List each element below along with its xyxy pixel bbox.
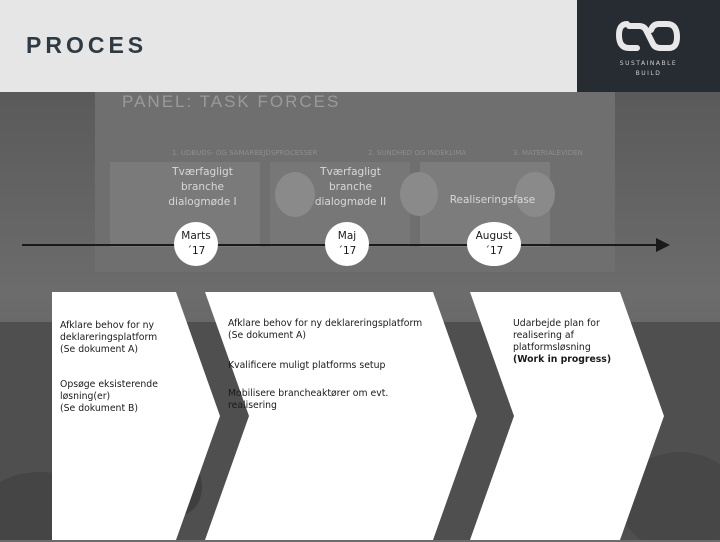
phase-3-label: Realiseringsfase: [449, 194, 536, 206]
box-1-item-1: Afklare behov for ny deklareringsplatfor…: [60, 320, 158, 355]
box-3-item-1: Udarbejde plan for realisering af platfo…: [513, 318, 612, 365]
photo-topic-3: 3. MATERIALEVIDEN: [513, 149, 583, 157]
phase-3-box: Udarbejde plan for realisering af platfo…: [470, 292, 666, 542]
photo-panel-heading: PANEL: TASK FORCES: [122, 92, 341, 111]
phase-2-date: Maj´17: [325, 222, 369, 266]
infinity-icon: [615, 21, 681, 51]
header-bar: PROCES SUSTAINABLE BUILD: [0, 0, 720, 92]
box-2-item-3: Mobilisere brancheaktører om evt. realis…: [228, 388, 389, 411]
logo-text-line1: SUSTAINABLE: [619, 60, 678, 67]
phase-2-box: Afklare behov for ny deklareringsplatfor…: [205, 292, 480, 542]
sustainable-build-logo: SUSTAINABLE BUILD: [577, 0, 720, 92]
timeline-arrowhead: [656, 238, 670, 252]
photo-topic-1: 1. UDBUDS- OG SAMARBEJDSPROCESSER: [172, 149, 318, 157]
panel-person-photo: [515, 172, 555, 217]
logo-text-line2: BUILD: [635, 70, 662, 77]
box-2-item-2: Kvalificere muligt platforms setup: [228, 360, 386, 371]
phase-1-box: Afklare behov for ny deklareringsplatfor…: [52, 292, 222, 542]
photo-topic-2: 2. SUNDHED OG INDEKLIMA: [368, 149, 467, 157]
box-1-item-2: Opsøge eksisterende løsning(er) (Se doku…: [60, 379, 158, 414]
panel-person-photo: [275, 172, 315, 217]
phase-3-date: August´17: [467, 222, 521, 266]
phase-1-date: Marts´17: [174, 222, 218, 266]
slide-title: PROCES: [26, 32, 148, 58]
box-2-item-1: Afklare behov for ny deklareringsplatfor…: [228, 318, 423, 341]
panel-person-photo: [400, 172, 438, 216]
